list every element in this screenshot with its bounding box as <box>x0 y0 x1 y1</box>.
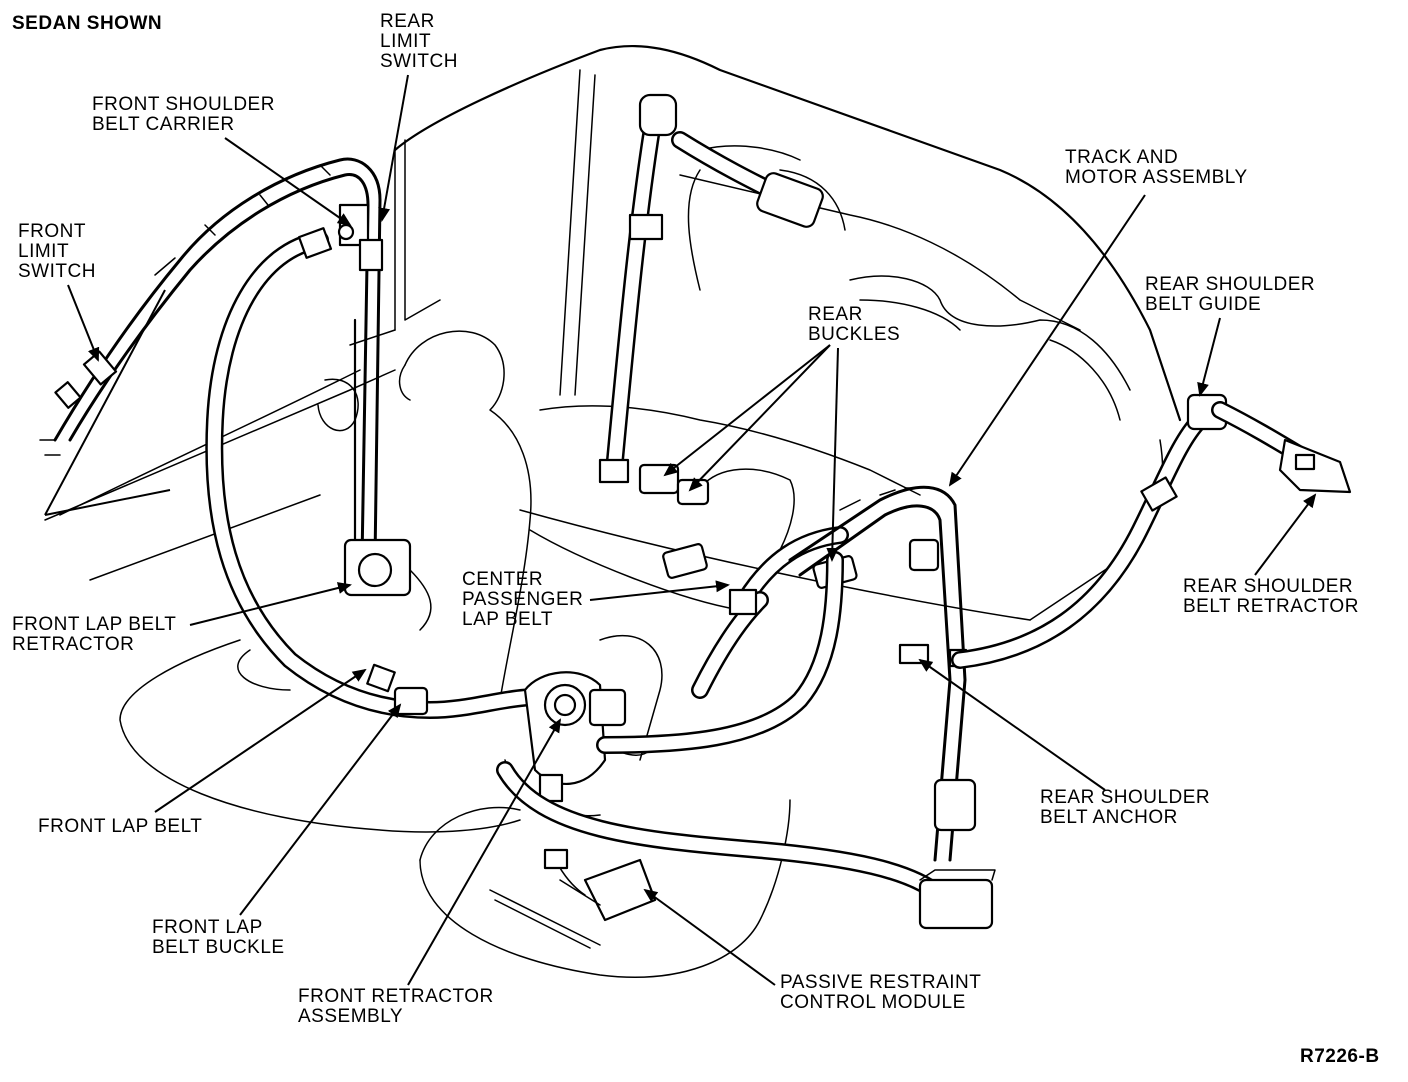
label-line: BELT CARRIER <box>92 114 235 135</box>
label-front-shoulder-belt-carrier: FRONT SHOULDER BELT CARRIER <box>92 95 275 135</box>
label-center-passenger-lap-belt: CENTER PASSENGER LAP BELT <box>462 570 583 630</box>
label-front-lap-belt-buckle: FRONT LAP BELT BUCKLE <box>152 918 285 958</box>
leader-front-retractor-assembly <box>407 718 561 986</box>
label-line: BELT BUCKLE <box>152 937 285 958</box>
leader-rear-shoulder-belt-guide <box>1197 317 1221 397</box>
label-line: REAR <box>808 304 863 325</box>
label-line: BELT RETRACTOR <box>1183 596 1359 617</box>
front-seat-right <box>419 468 795 978</box>
label-passive-restraint-control-module: PASSIVE RESTRAINT CONTROL MODULE <box>780 973 981 1013</box>
label-line: TRACK AND <box>1065 147 1179 168</box>
label-line: BELT GUIDE <box>1145 294 1262 315</box>
label-line: PASSENGER <box>462 589 584 610</box>
label-line: SWITCH <box>18 261 96 282</box>
leader-front-lap-belt-retractor <box>189 582 352 626</box>
label-line: CONTROL MODULE <box>780 992 966 1013</box>
figure-code: R7226-B <box>1300 1046 1380 1067</box>
leader-rear-buckles-1 <box>663 344 831 477</box>
label-front-retractor-assembly: FRONT RETRACTOR ASSEMBLY <box>298 987 494 1027</box>
lower-belt-to-rear <box>496 551 949 904</box>
label-line: BELT ANCHOR <box>1040 807 1178 828</box>
label-line: LAP BELT <box>462 609 553 630</box>
front-retractor-assembly <box>504 671 651 817</box>
label-line: LIMIT <box>380 31 432 52</box>
leader-front-lap-belt-buckle <box>239 703 402 916</box>
rear-shoulder-belt-right <box>951 393 1352 669</box>
leader-lines <box>44 74 1317 986</box>
label-line: REAR SHOULDER <box>1145 274 1316 295</box>
leader-rear-buckles-3 <box>826 347 839 562</box>
leader-passive-restraint-control-module <box>643 888 776 986</box>
label-line: REAR SHOULDER <box>1183 576 1354 597</box>
label-line: MOTOR ASSEMBLY <box>1065 167 1248 188</box>
label-front-limit-switch: FRONT LIMIT SWITCH <box>18 222 96 282</box>
label-line: FRONT <box>18 221 86 242</box>
label-front-lap-belt: FRONT LAP BELT <box>38 817 202 837</box>
front-seat-left <box>119 330 532 833</box>
label-line: PASSIVE RESTRAINT <box>780 972 982 993</box>
leader-rear-buckles-2 <box>688 344 831 492</box>
label-line: REAR SHOULDER <box>1040 787 1211 808</box>
label-rear-shoulder-belt-anchor: REAR SHOULDER BELT ANCHOR <box>1040 788 1210 828</box>
rear-seat-back <box>539 169 1131 496</box>
sedan-shown-note: SEDAN SHOWN <box>12 13 163 34</box>
label-line: FRONT RETRACTOR <box>298 986 494 1007</box>
label-track-and-motor-assembly: TRACK AND MOTOR ASSEMBLY <box>1065 148 1248 188</box>
label-line: CENTER <box>462 569 544 590</box>
front-shoulder-belt-loop <box>205 227 569 719</box>
leader-front-limit-switch-extra-2 <box>44 489 171 516</box>
label-line: FRONT SHOULDER <box>92 94 275 115</box>
label-line: FRONT LAP <box>152 917 263 938</box>
label-line: REAR <box>380 11 435 32</box>
label-rear-shoulder-belt-retractor: REAR SHOULDER BELT RETRACTOR <box>1183 577 1359 617</box>
label-line: LIMIT <box>18 241 70 262</box>
label-line: FRONT LAP BELT <box>12 614 177 635</box>
leader-center-passenger-lap-belt <box>589 580 730 601</box>
label-rear-limit-switch: REAR LIMIT SWITCH <box>380 12 458 72</box>
leader-rear-shoulder-belt-retractor <box>1254 493 1317 576</box>
label-rear-shoulder-belt-guide: REAR SHOULDER BELT GUIDE <box>1145 275 1315 315</box>
label-line: BUCKLES <box>808 324 901 345</box>
label-front-lap-belt-retractor: FRONT LAP BELT RETRACTOR <box>12 615 176 655</box>
label-line: FRONT LAP BELT <box>38 816 203 837</box>
label-line: RETRACTOR <box>12 634 135 655</box>
rear-track-and-motor <box>788 485 996 930</box>
front-lap-belt-retractor <box>317 318 432 631</box>
leader-front-shoulder-belt-carrier <box>224 137 352 227</box>
label-line: ASSEMBLY <box>298 1006 404 1027</box>
leader-rear-shoulder-belt-anchor <box>918 658 1106 791</box>
leader-front-limit-switch-extra-1 <box>44 289 166 516</box>
label-line: SWITCH <box>380 51 458 72</box>
leader-front-lap-belt <box>154 668 367 813</box>
leader-rear-limit-switch <box>378 74 409 222</box>
leader-track-and-motor <box>948 194 1146 487</box>
leader-front-limit-switch <box>67 284 100 362</box>
passive-restraint-control-module-drawing <box>489 848 657 949</box>
label-rear-buckles: REAR BUCKLES <box>808 305 900 345</box>
